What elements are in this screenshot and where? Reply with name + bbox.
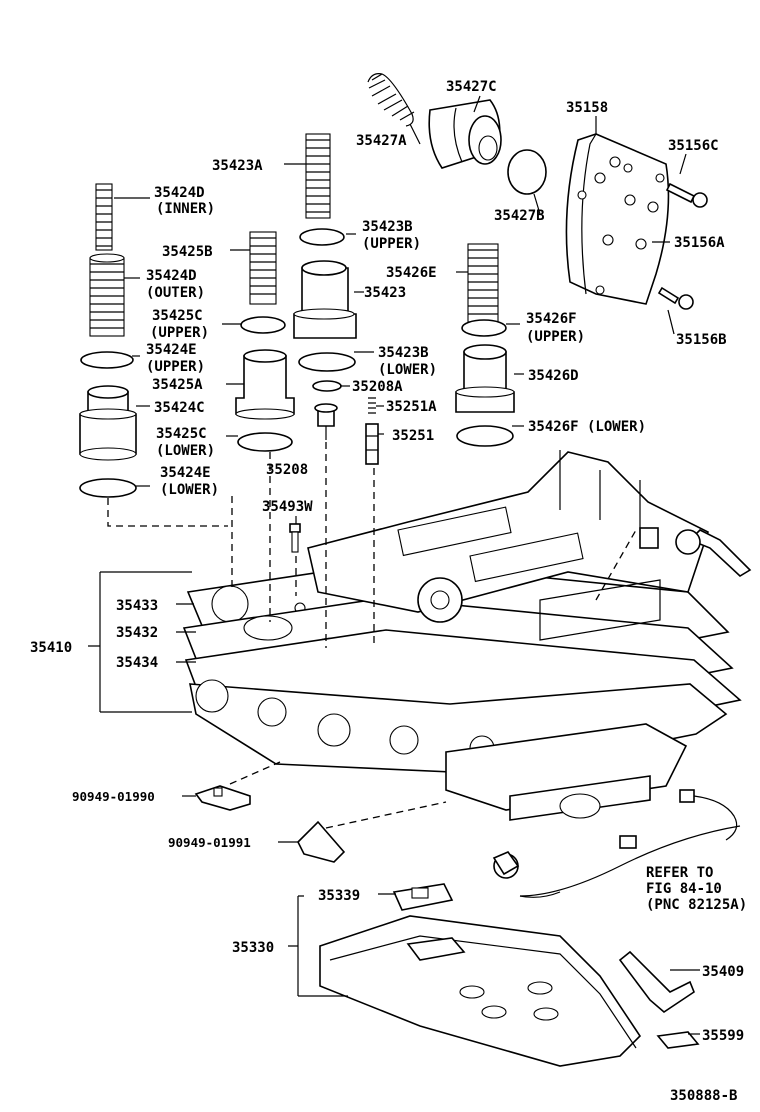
valve-35426D <box>455 344 515 413</box>
plug-35208 <box>314 403 338 427</box>
diagram-id-label: 350888-B <box>670 1088 737 1104</box>
label-35427A: 35427A <box>356 133 407 149</box>
label-90949-01991: 90949-01991 <box>168 835 251 850</box>
strainer-35339 <box>392 883 454 911</box>
spring-35426E <box>467 243 499 329</box>
label-35424E-upper: 35424E <box>146 342 197 358</box>
label-refer-to: REFER TO <box>646 865 713 881</box>
part-labels: 35427C 35427A 35427B 35158 35156C 35156A… <box>30 79 747 1104</box>
label-refer-fig: FIG 84-10 <box>646 881 722 897</box>
valve-35424C <box>79 385 137 461</box>
valve-35423 <box>293 260 357 339</box>
spring-35251A <box>368 397 376 414</box>
ring-35424E-lower <box>79 478 137 498</box>
label-35156B: 35156B <box>676 332 727 348</box>
bracket-35409 <box>618 950 695 1014</box>
ring-35426F-lower <box>456 425 514 447</box>
label-35424D-outer: 35424D <box>146 268 197 284</box>
bolt-35493W <box>289 523 301 553</box>
label-lower-3: (LOWER) <box>160 482 219 498</box>
label-35432: 35432 <box>116 625 158 641</box>
label-35426F-lower: 35426F (LOWER) <box>528 419 646 435</box>
upper-valve-body <box>307 450 752 641</box>
cover-plate-35158 <box>565 133 670 305</box>
label-35425C-upper: 35425C <box>152 308 203 324</box>
valve-35425A <box>235 349 295 420</box>
label-35156A: 35156A <box>674 235 725 251</box>
label-35599: 35599 <box>702 1028 744 1044</box>
label-upper-1: (UPPER) <box>362 236 421 252</box>
ring-35423B-upper <box>299 228 345 246</box>
ring-35424E-upper <box>80 351 134 369</box>
seal-ring-35427B <box>507 149 547 195</box>
label-35409: 35409 <box>702 964 744 980</box>
label-35424C: 35424C <box>154 400 205 416</box>
label-35330: 35330 <box>232 940 274 956</box>
sensor-wire-harness <box>492 789 741 898</box>
ring-35425C-lower <box>237 432 293 452</box>
oil-pan-35330 <box>319 915 642 1067</box>
label-35208A: 35208A <box>352 379 403 395</box>
plate-35599 <box>656 1031 700 1049</box>
label-35339: 35339 <box>318 888 360 904</box>
label-35427B: 35427B <box>494 208 545 224</box>
ring-35208A <box>312 380 342 392</box>
ring-35423B-lower <box>298 352 356 372</box>
spring-35427A <box>367 73 415 127</box>
label-35425B: 35425B <box>162 244 213 260</box>
label-35426E: 35426E <box>386 265 437 281</box>
leader-lines <box>88 95 700 1035</box>
label-35434: 35434 <box>116 655 158 671</box>
spring-35424D-inner <box>95 183 113 251</box>
label-35158: 35158 <box>566 100 608 116</box>
label-35208: 35208 <box>266 462 308 478</box>
label-outer: (OUTER) <box>146 285 205 301</box>
label-35156C: 35156C <box>668 138 719 154</box>
spring-35424D-outer <box>89 253 125 337</box>
label-35410: 35410 <box>30 640 72 656</box>
label-lower-2: (LOWER) <box>156 443 215 459</box>
label-35426F-upper: 35426F <box>526 311 577 327</box>
bracket-90949-01991 <box>297 820 346 863</box>
label-35425A: 35425A <box>152 377 203 393</box>
label-35251A: 35251A <box>386 399 437 415</box>
bolt-35156B <box>657 286 694 310</box>
label-upper-2: (UPPER) <box>150 325 209 341</box>
valve-35251 <box>365 423 379 465</box>
label-35427C: 35427C <box>446 79 497 95</box>
label-upper-4: (UPPER) <box>146 359 205 375</box>
plug-35427C <box>428 99 502 169</box>
label-upper-3: (UPPER) <box>526 329 585 345</box>
lower-valve-body <box>189 679 728 821</box>
label-35424D-inner: 35424D <box>154 185 205 201</box>
label-35251: 35251 <box>392 428 434 444</box>
label-inner: (INNER) <box>156 201 215 217</box>
bolt-35156C <box>665 182 708 208</box>
spring-35423A <box>305 133 331 219</box>
label-35423A: 35423A <box>212 158 263 174</box>
label-35493W: 35493W <box>262 499 313 515</box>
ring-35425C-upper <box>240 316 286 334</box>
label-35423B-lower: 35423B <box>378 345 429 361</box>
label-lower-1: (LOWER) <box>378 362 437 378</box>
label-90949-01990: 90949-01990 <box>72 789 155 804</box>
label-35423: 35423 <box>364 285 406 301</box>
label-35425C-lower: 35425C <box>156 426 207 442</box>
ring-35426F-upper <box>461 319 507 337</box>
bracket-90949-01990 <box>194 785 251 811</box>
label-35426D: 35426D <box>528 368 579 384</box>
label-35433: 35433 <box>116 598 158 614</box>
label-refer-pnc: (PNC 82125A) <box>646 897 747 913</box>
label-35424E-lower: 35424E <box>160 465 211 481</box>
dashed-guide-lines <box>107 442 637 829</box>
label-35423B-upper: 35423B <box>362 219 413 235</box>
spring-35425B <box>249 231 277 305</box>
